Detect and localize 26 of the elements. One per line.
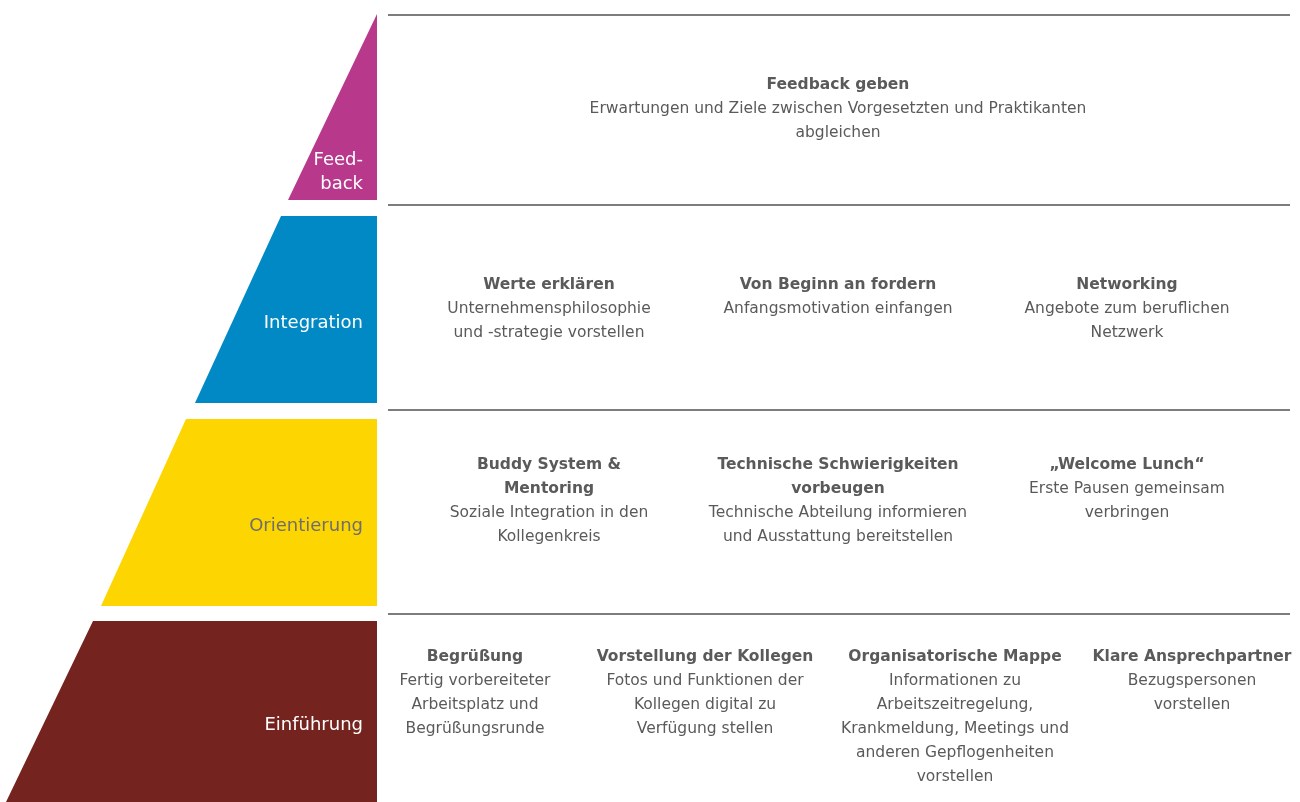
item-description: Unternehmensphilosophie und -strategie vorstellen <box>446 298 652 343</box>
item-heading: Networking <box>1075 274 1179 295</box>
item-description: Fotos und Funktionen der Kollegen digital zu Verfügung stellen <box>605 670 805 739</box>
item-description: Erwartungen und Ziele zwischen Vorgesetzten und Praktikanten abgleichen <box>588 98 1088 143</box>
item-heading: „Welcome Lunch“ <box>1048 454 1206 475</box>
item-heading: Begrüßung <box>425 646 525 667</box>
item-heading: Werte erklären <box>482 274 616 295</box>
tier-label: Einführung <box>263 711 363 736</box>
item-heading: Klare Ansprechpartner <box>1092 646 1292 667</box>
item-description: Soziale Integration in den Kollegenkreis <box>449 502 649 547</box>
item-heading: Buddy System & Mentoring <box>476 454 622 499</box>
item-description: Erste Pausen gemeinsam verbringen <box>1028 478 1226 523</box>
item-heading: Von Beginn an fordern <box>738 274 938 295</box>
item-description: Anfangsmotivation einfangen <box>723 298 953 319</box>
item-heading: Technische Schwierigkeiten vorbeugen <box>716 454 960 499</box>
item-description: Technische Abteilung informieren und Ausstattung bereitstellen <box>707 502 969 547</box>
tier-label: Feed- back <box>313 147 363 195</box>
item-description: Fertig vorbereiteter Arbeitsplatz und Begrüßungsrunde <box>398 670 552 739</box>
item-description: Angebote zum beruflichen Netzwerk <box>1023 298 1231 343</box>
item-heading: Organisatorische Mappe <box>847 646 1063 667</box>
tier-label: Integration <box>262 309 363 334</box>
item-heading: Vorstellung der Kollegen <box>595 646 815 667</box>
item-description: Informationen zu Arbeitszeitregelung, Krankmeldung, Meetings und anderen Gepflogenheiten vorstellen <box>840 670 1070 787</box>
tier-label: Orientierung <box>248 512 363 537</box>
item-description: Bezugspersonen vorstellen <box>1126 670 1258 715</box>
item-heading: Feedback geben <box>765 74 911 95</box>
